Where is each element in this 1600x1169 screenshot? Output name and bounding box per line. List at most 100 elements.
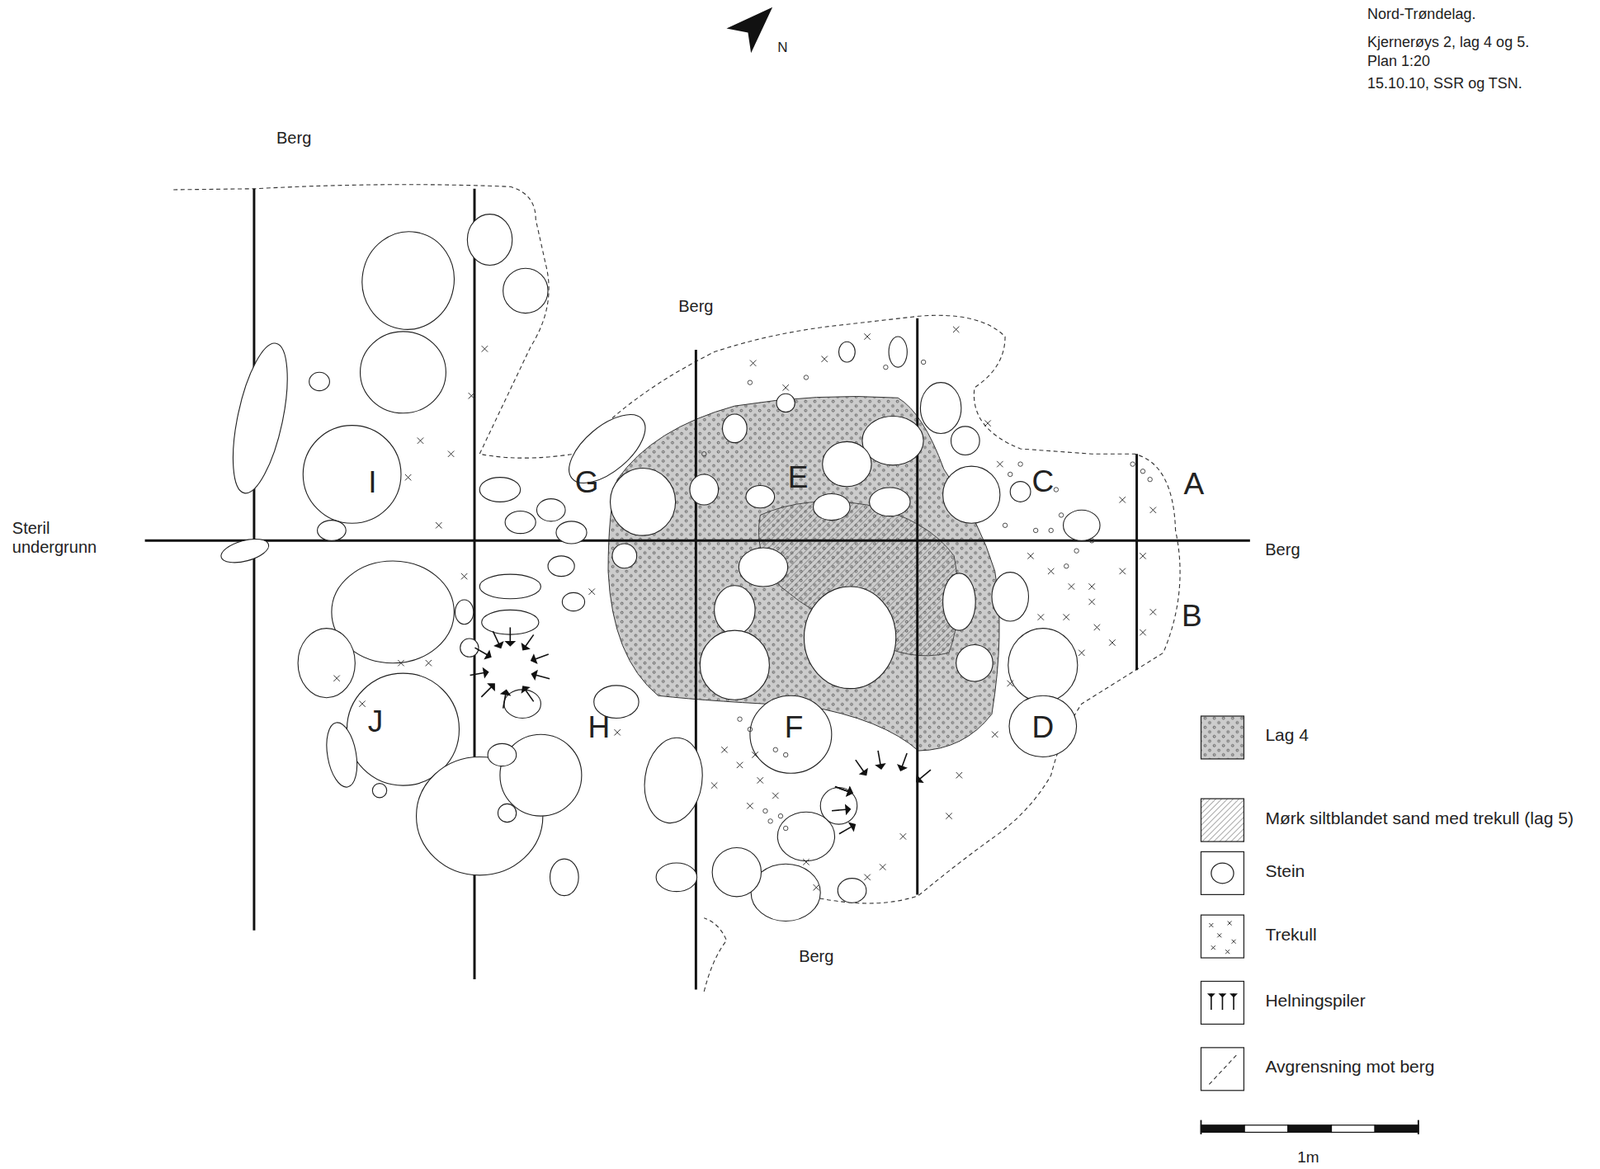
slope-arrow <box>901 753 907 767</box>
slope-arrow <box>470 672 485 675</box>
legend-slope-head <box>1229 993 1238 998</box>
legend-charcoal <box>1211 945 1216 950</box>
pebble <box>1053 487 1058 492</box>
stone <box>813 493 851 520</box>
charcoal-marks <box>333 326 1157 892</box>
legend-swatch <box>1200 798 1244 842</box>
charcoal-mark <box>1027 552 1034 559</box>
legend-stone <box>1211 863 1234 884</box>
slope-arrow-head <box>847 788 853 796</box>
north-arrow <box>726 7 773 54</box>
pebble <box>1008 471 1013 477</box>
legend-dots <box>1200 716 1244 760</box>
stone <box>218 534 272 567</box>
slope-arrow <box>835 787 849 793</box>
stone <box>777 811 835 861</box>
charcoal-mark <box>782 384 789 391</box>
stone <box>639 734 708 827</box>
map-label: Berg <box>276 127 312 147</box>
stone <box>888 336 907 368</box>
map-label: Steril undergrunn <box>12 519 116 557</box>
pebble <box>1002 523 1007 528</box>
slope-arrow <box>481 687 491 698</box>
stone <box>372 783 387 798</box>
stone <box>505 510 536 534</box>
scale-bar <box>1200 1120 1418 1135</box>
charcoal-mark <box>1109 639 1115 646</box>
legend-swatches <box>1200 716 1244 1091</box>
charcoal-mark <box>1088 599 1095 605</box>
pebble <box>1130 462 1135 467</box>
scale-segment <box>1244 1125 1289 1133</box>
stone <box>550 858 580 897</box>
map-label: N <box>777 39 788 57</box>
charcoal-mark <box>1094 624 1100 631</box>
pebbles <box>702 359 1153 831</box>
stone <box>556 521 587 544</box>
sector-letter: I <box>368 465 377 501</box>
legend-charcoal <box>1217 933 1222 938</box>
stone <box>745 486 775 509</box>
charcoal-mark <box>721 746 727 753</box>
pebble <box>1064 564 1069 569</box>
legend-swatch <box>1200 1047 1244 1091</box>
charcoal-mark <box>1047 568 1054 575</box>
slope-arrow-head <box>876 764 885 770</box>
legend-boundary <box>1208 1053 1238 1085</box>
slope-arrow-head <box>485 651 491 660</box>
stone <box>1009 695 1077 757</box>
stone <box>738 547 788 587</box>
charcoal-mark <box>757 777 764 784</box>
slope-arrow-head <box>845 805 850 814</box>
sector-letter: H <box>588 709 611 746</box>
sector-letter: E <box>788 459 809 496</box>
map-label: Berg <box>1264 540 1300 560</box>
map-label: Berg <box>678 296 713 316</box>
charcoal-mark <box>984 420 991 426</box>
slope-arrow <box>877 750 881 765</box>
stone <box>943 573 977 631</box>
pebble <box>803 375 808 380</box>
slope-arrow-head <box>847 788 853 796</box>
map-label: Kjernerøys 2, lag 4 og 5. <box>1367 33 1530 51</box>
slope-arrow-head <box>522 686 529 693</box>
sector-letter: F <box>784 709 804 746</box>
legend-slope-head <box>1218 993 1228 998</box>
stone <box>956 644 994 682</box>
stone <box>838 341 855 363</box>
legend-swatch <box>1200 981 1244 1025</box>
slope-arrow <box>492 631 499 645</box>
charcoal-mark <box>772 792 779 799</box>
charcoal-mark <box>1119 496 1126 503</box>
stone <box>656 863 697 893</box>
stone <box>837 878 867 904</box>
charcoal-mark <box>468 392 475 399</box>
stone <box>467 214 512 266</box>
legend-text: Stein <box>1264 861 1305 882</box>
map-label: Plan 1:20 <box>1367 52 1431 71</box>
stone <box>689 474 719 506</box>
stone <box>722 414 748 444</box>
charcoal-mark <box>711 782 718 789</box>
slope-arrow-head <box>532 670 538 680</box>
stone <box>321 720 362 790</box>
charcoal-mark <box>417 437 424 444</box>
stone <box>309 372 331 391</box>
slope-arrow-head <box>501 690 510 696</box>
charcoal-mark <box>425 660 432 666</box>
pebble <box>763 808 768 813</box>
charcoal-mark <box>900 833 907 840</box>
stone <box>943 466 1001 524</box>
slope-arrows <box>470 627 931 834</box>
charcoal-mark <box>813 884 820 891</box>
stone <box>776 393 795 412</box>
stone <box>354 224 463 337</box>
legend-text: Trekull <box>1264 925 1317 945</box>
slope-arrow-head <box>488 684 495 690</box>
charcoal-mark <box>1150 507 1157 514</box>
pebble <box>1018 462 1023 467</box>
legend-charcoal <box>1231 939 1237 944</box>
pebble <box>1089 538 1094 543</box>
slope-arrow <box>835 787 849 793</box>
stone <box>609 468 675 537</box>
